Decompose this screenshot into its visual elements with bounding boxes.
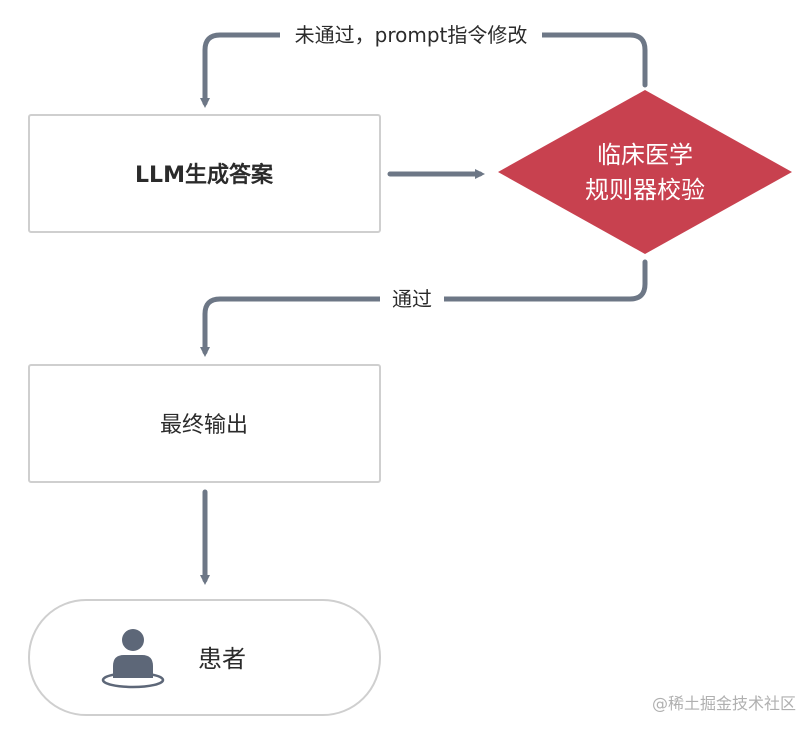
final-output-label: 最终输出: [160, 413, 248, 438]
rule-check-label-line1: 临床医学: [597, 141, 693, 169]
final-output-box: [28, 364, 381, 483]
llm-generate-label: LLM生成答案: [135, 162, 274, 188]
fail-edge-label: 未通过，prompt指令修改: [295, 23, 528, 47]
person-icon: [101, 629, 165, 689]
pass-edge-label: 通过: [392, 287, 432, 311]
rule-check-diamond: [498, 90, 792, 254]
llm-generate-box: [28, 114, 381, 233]
watermark: @稀土掘金技术社区: [651, 694, 796, 713]
rule-check-label-line2: 规则器校验: [585, 176, 705, 204]
patient-label: 患者: [198, 645, 246, 673]
